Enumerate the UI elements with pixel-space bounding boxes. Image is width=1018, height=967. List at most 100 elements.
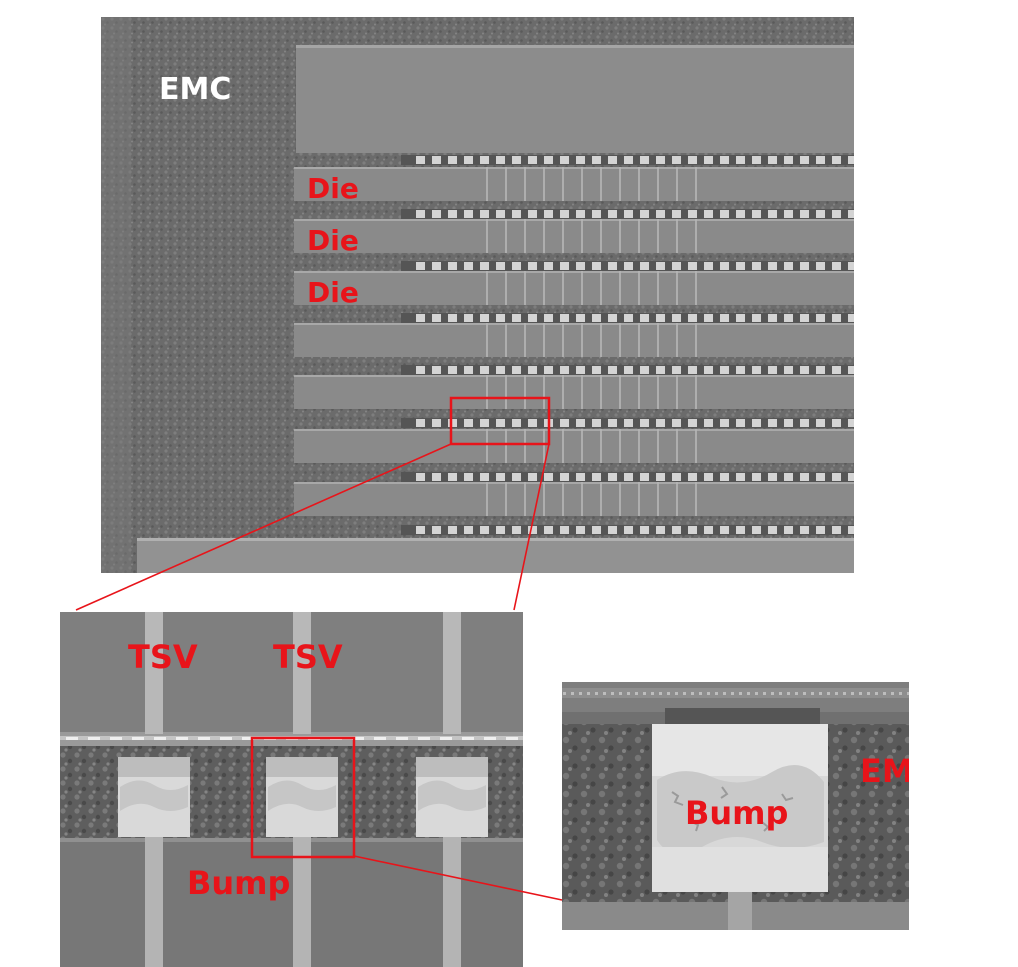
micro-bump [848,526,854,534]
micro-bump [640,366,649,374]
micro-bump [688,262,697,270]
micro-bump [720,366,729,374]
micro-bump [848,156,854,164]
micro-bump [496,210,505,218]
micro-bump [832,526,841,534]
micro-bump [720,156,729,164]
micro-bump [624,473,633,481]
micro-bump [848,314,854,322]
die-label-3: Die [307,276,359,309]
micro-bump [512,156,521,164]
micro-bump [736,419,745,427]
sem-image-zoom2 [562,682,909,930]
micro-bump [816,419,825,427]
micro-bump [608,419,617,427]
micro-bump [496,473,505,481]
micro-bump [592,366,601,374]
micro-bump [576,526,585,534]
micro-bump [592,526,601,534]
micro-bump [496,314,505,322]
micro-bump [432,419,441,427]
micro-bump [496,526,505,534]
tsv-lower [293,837,311,967]
micro-bump [496,419,505,427]
micro-bump [848,473,854,481]
die-layer [294,375,854,409]
tsv-bump-columns [66,612,518,967]
micro-bump [448,210,457,218]
micro-bump [640,262,649,270]
micro-bump [768,156,777,164]
micro-bump [672,366,681,374]
micro-bump [752,366,761,374]
micro-bump [416,366,425,374]
micro-bump [704,366,713,374]
micro-bump [784,366,793,374]
micro-bump [672,262,681,270]
emc-label-detail: EMC [860,752,909,790]
micro-bump [720,473,729,481]
micro-bump [816,314,825,322]
zoom-highlight-box [449,396,551,446]
micro-bump [736,314,745,322]
micro-bump [784,419,793,427]
micro-bump [544,262,553,270]
micro-bump [608,526,617,534]
micro-bump [656,473,665,481]
micro-bump [784,156,793,164]
micro-bump [736,473,745,481]
micro-bump [832,262,841,270]
micro-bump [624,419,633,427]
micro-bump [416,473,425,481]
micro-bump [640,156,649,164]
micro-bump [704,314,713,322]
micro-bump [672,156,681,164]
micro-bump [800,526,809,534]
emc-label: EMC [159,72,232,107]
micro-bump [416,314,425,322]
micro-bump [448,314,457,322]
micro-bump [752,210,761,218]
micro-bump [560,262,569,270]
micro-bump [464,473,473,481]
micro-bump [848,419,854,427]
micro-bump [832,210,841,218]
micro-bump [656,156,665,164]
micro-bump [416,210,425,218]
sem-cross-section-main: EMC Die Die Die [101,17,854,573]
micro-bump [432,366,441,374]
micro-bump [480,473,489,481]
micro-bump [688,419,697,427]
micro-bump [784,262,793,270]
micro-bump [560,526,569,534]
micro-bump [608,262,617,270]
micro-bump [656,314,665,322]
micro-bump [608,210,617,218]
micro-bump [464,366,473,374]
micro-bump [560,156,569,164]
micro-bump [592,156,601,164]
micro-bump [752,314,761,322]
tsv-upper [293,612,311,734]
micro-bump [624,526,633,534]
micro-bump [720,314,729,322]
micro-bump [768,473,777,481]
micro-bump [640,419,649,427]
micro-bump [688,210,697,218]
micro-bump [704,156,713,164]
micro-bump [624,262,633,270]
micro-bump [752,526,761,534]
micro-bump [624,210,633,218]
micro-bump [528,262,537,270]
micro-bump [432,156,441,164]
micro-bump [512,210,521,218]
bump-highlight-box [250,736,356,859]
micro-bump [512,366,521,374]
micro-bump [608,314,617,322]
micro-bump [784,210,793,218]
micro-bump [752,156,761,164]
micro-bump [624,156,633,164]
micro-bump [560,210,569,218]
micro-bump [672,473,681,481]
micro-bump [496,262,505,270]
